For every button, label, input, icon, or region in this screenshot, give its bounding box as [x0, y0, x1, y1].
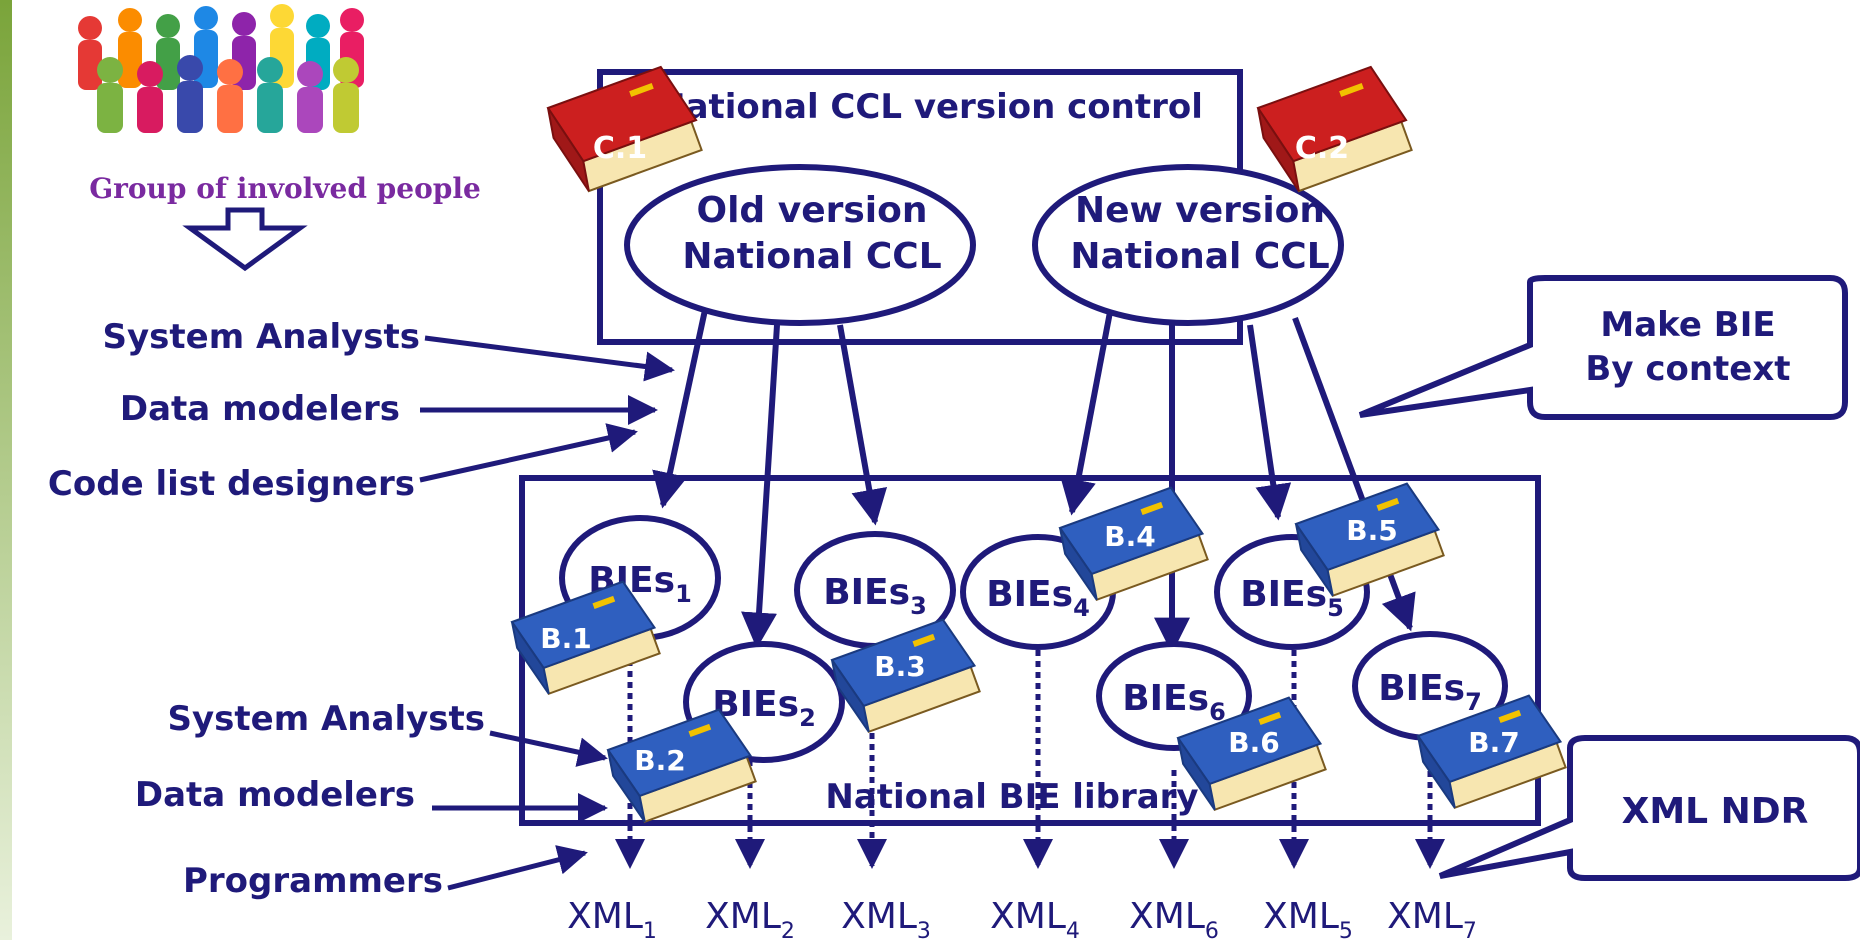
book-b7-icon — [1416, 694, 1567, 810]
ccl-box-title: National CCL version control — [657, 87, 1203, 127]
role-code-list-designers: Code list designers — [48, 464, 415, 504]
bies-4-label: BIEs4 — [986, 574, 1090, 622]
book-b3-label: B.3 — [874, 650, 925, 683]
role-data-modelers-bottom: Data modelers — [135, 775, 415, 815]
new-version-ellipse — [1032, 164, 1344, 326]
book-c2-label: C.2 — [1295, 131, 1349, 166]
old-version-line2: National CCL — [682, 236, 941, 277]
book-c2-icon — [1256, 65, 1413, 193]
xml-output-5: XML5 — [1263, 896, 1353, 940]
xml-output-2: XML2 — [705, 896, 795, 940]
book-b1-label: B.1 — [540, 622, 591, 655]
people-caption: Group of involved people — [89, 172, 481, 205]
book-b5-label: B.5 — [1346, 514, 1397, 547]
bies-5-label: BIEs5 — [1240, 574, 1344, 622]
role-system-analysts-top: System Analysts — [103, 317, 420, 357]
bies-2-label: BIEs2 — [712, 684, 816, 732]
xml-output-4: XML4 — [990, 896, 1080, 940]
down-arrow-icon — [182, 207, 308, 272]
book-b7-label: B.7 — [1468, 726, 1519, 759]
book-b1-icon — [510, 580, 661, 696]
left-accent-stripe — [0, 0, 12, 940]
people-crowd-image — [78, 4, 364, 133]
bies-6-label: BIEs6 — [1122, 678, 1226, 726]
role-programmers: Programmers — [183, 861, 443, 901]
callout-make-bie-line1: Make BIE — [1600, 305, 1775, 345]
xml-output-1: XML1 — [567, 896, 657, 940]
callout-make-bie — [1358, 275, 1848, 420]
role-arrows — [419, 335, 675, 891]
book-b5-icon — [1294, 482, 1445, 598]
book-b6-icon — [1176, 696, 1327, 812]
xml-output-3: XML3 — [841, 896, 931, 940]
new-version-line1: New version — [1075, 190, 1325, 231]
bies-3-label: BIEs3 — [823, 572, 927, 620]
callout-make-bie-line2: By context — [1585, 349, 1790, 389]
book-b3-icon — [830, 618, 981, 734]
bies-7-label: BIEs7 — [1378, 668, 1482, 716]
xml-output-7: XML7 — [1387, 896, 1477, 940]
xml-output-6: XML6 — [1129, 896, 1219, 940]
new-version-line2: National CCL — [1070, 236, 1329, 277]
book-c1-label: C.1 — [593, 131, 647, 166]
book-b2-icon — [606, 708, 757, 824]
book-b4-icon — [1058, 486, 1209, 602]
old-version-line1: Old version — [696, 190, 927, 231]
book-b4-label: B.4 — [1104, 520, 1155, 553]
bie-library-title: National BIE library — [825, 777, 1198, 817]
role-data-modelers-top: Data modelers — [120, 389, 400, 429]
old-version-ellipse — [624, 164, 976, 326]
book-b2-label: B.2 — [634, 744, 685, 777]
book-b6-label: B.6 — [1228, 726, 1279, 759]
book-c1-icon — [546, 65, 703, 193]
callout-xml-ndr-label: XML NDR — [1622, 791, 1809, 832]
role-system-analysts-bottom: System Analysts — [168, 699, 485, 739]
